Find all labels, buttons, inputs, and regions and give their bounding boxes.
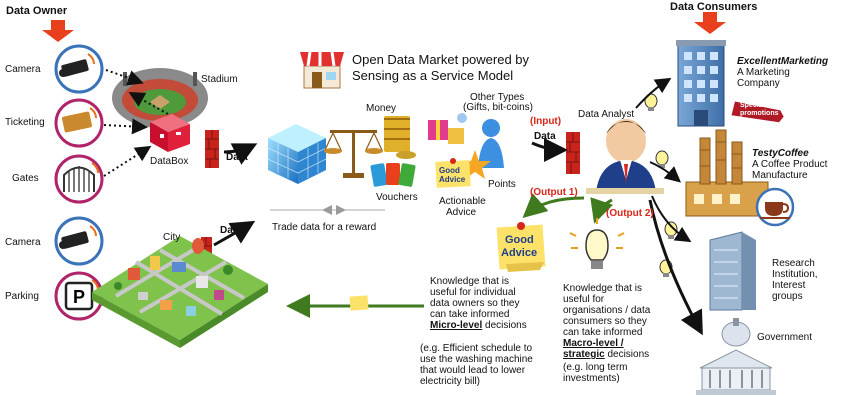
macro-line1: Knowledge that is [563,283,642,294]
firewall-top [205,130,219,168]
promo-tag-line2: promotions [740,110,779,117]
excellent-desc1: A Marketing [737,67,790,78]
lightbulb-icon-large [569,218,625,269]
data-label-top: Data [226,152,248,163]
micro-eg2: use the washing machine [420,354,533,365]
research-line3: Interest [772,280,806,291]
firewall-analyst [566,132,580,174]
micro-line2: useful for individual [430,287,516,298]
analyst-icon [586,119,664,194]
micro-line1: Knowledge that is [430,276,509,287]
camera2-icon [54,216,104,266]
actionable-line2: Advice [446,207,477,218]
micro-level-term: Micro-level [430,320,483,331]
other-types-line1: Other Types [470,92,525,103]
points-label: Points [488,179,516,190]
camera-label: Camera [5,64,41,75]
micro-eg3: that would lead to lower [420,365,526,376]
micro-line3: data owners so they [430,298,520,309]
owner-header-arrow [42,20,74,42]
micro-line5: Micro-level decisions [430,320,527,331]
research-line1: Research [772,258,815,269]
small-advice-word2: Advice [439,175,466,184]
ticket-icon [54,98,104,148]
research-line2: Institution, [772,269,818,280]
owners-header: Data Owner [6,5,68,17]
small-advice-note [349,295,369,311]
trade-label: Trade data for a reward [272,222,377,233]
camera2-label: Camera [5,237,41,248]
money-icon [384,116,416,159]
micro-line4: can take informed [430,309,510,320]
macro-eg1: (e.g. long term [563,362,628,373]
small-advice-word1: Good [439,166,460,175]
macro-line4: consumers so they [563,316,647,327]
output1-label: (Output 1) [530,187,578,198]
macro-line2: useful for [563,294,605,305]
output2-label: (Output 2) [606,208,654,219]
gates-label: Gates [12,173,39,184]
parking-label: Parking [5,291,39,302]
promo-tag-line1: Special [740,102,765,109]
city-icon [92,236,268,348]
money-label: Money [366,103,397,114]
gate-icon [54,154,104,204]
coffee-factory-icon [685,129,769,217]
analyst-title: Data Analyst [578,109,635,120]
strategic-term: strategic [563,349,605,360]
research-line4: groups [772,291,803,302]
actionable-line1: Actionable [439,196,486,207]
marketing-building-icon [676,40,726,127]
other-types-line2: (Gifts, bit-coins) [463,102,534,113]
testy-desc1: A Coffee Product [752,159,828,170]
testy-desc2: Manufacture [752,170,808,181]
gift-icon [428,113,467,144]
market-title-line2: Sensing as a Service Model [352,68,514,83]
testy-name: TestyCoffee [752,148,809,159]
lightbulb-icon-2 [655,150,669,168]
macro-level-term: Macro-level / [563,338,624,349]
shop-icon [300,51,344,89]
macro-line7: strategic decisions [563,349,649,360]
research-building-icon [709,231,756,311]
good-advice-note [496,222,546,272]
macro-line3: organisations / data [563,305,651,316]
micro-eg4: electricity bill) [420,376,481,387]
databox-label: DataBox [150,156,189,167]
camera-icon [54,44,104,94]
parking-icon: P [54,271,104,321]
city-label: City [163,232,181,243]
macro-line5: can take informed [563,327,643,338]
vouchers-label: Vouchers [376,192,418,203]
input-label: (Input) [530,116,562,127]
promo-tag-icon [731,101,784,123]
data-label-city: Data [220,225,242,236]
macro-tail: decisions [604,349,650,360]
micro-tail: decisions [482,320,527,331]
ticketing-label: Ticketing [5,117,45,128]
stadium-label: Stadium [201,74,238,85]
consumers-header: Data Consumers [670,1,758,13]
government-building-icon [696,318,776,395]
advice-word1: Good [505,234,534,246]
analyst-data-label: Data [534,131,556,142]
advice-word2: Advice [501,247,538,259]
excellent-name: ExcellentMarketing [737,56,829,67]
consumer-header-arrow [694,12,726,34]
market-title-line1: Open Data Market powered by [352,52,530,67]
databox-icon [150,114,190,152]
coffee-cup-icon [755,187,795,227]
excellent-desc2: Company [737,78,780,89]
scale-icon [324,130,383,178]
vouchers-icon [370,163,416,187]
macro-eg2: investments) [563,373,620,384]
data-cube-icon [267,124,327,184]
advice-note-icon [435,158,471,188]
svg-text:P: P [73,287,85,307]
trade-arrows [270,205,385,215]
government-label: Government [757,332,813,343]
micro-eg1: (e.g. Efficient schedule to [420,343,533,354]
